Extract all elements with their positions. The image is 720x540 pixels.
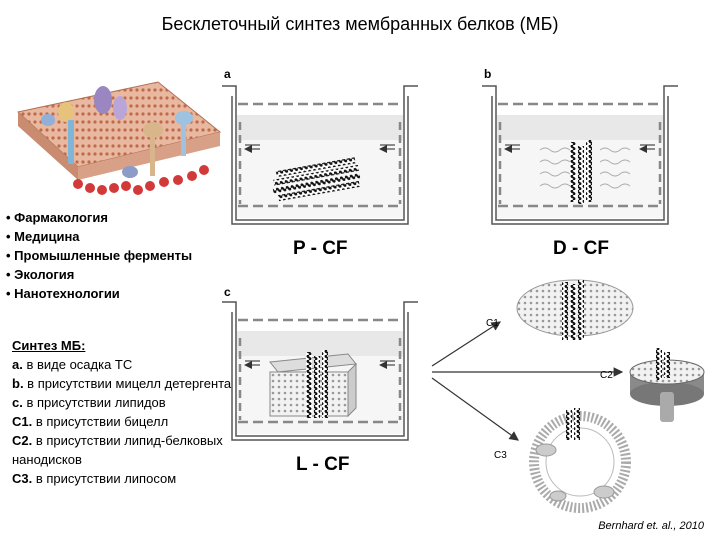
list-item: C2. в присутствии липид-белковых нанодис… bbox=[12, 433, 223, 467]
list-item: • Фармакология bbox=[6, 210, 108, 225]
synthesis-heading: Синтез МБ: bbox=[12, 338, 86, 353]
list-item: C1. в присутствии бицелл bbox=[12, 414, 169, 429]
membrane-illustration bbox=[16, 81, 222, 195]
reference: Bernhard et. al., 2010 bbox=[598, 520, 704, 532]
liposome-c3 bbox=[529, 408, 631, 513]
c1-label: C1 bbox=[486, 318, 499, 329]
panel-c-container bbox=[222, 301, 418, 441]
list-item: • Медицина bbox=[6, 229, 80, 244]
c2-label: C2 bbox=[600, 370, 613, 381]
list-item: C3. в присутствии липосом bbox=[12, 471, 177, 486]
l-cf-label: L - CF bbox=[296, 454, 349, 475]
panel-a-container bbox=[222, 85, 418, 225]
nanodisc-c2 bbox=[629, 348, 705, 422]
list-item: c. в присутствии липидов bbox=[12, 395, 166, 410]
p-cf-label: P - CF bbox=[293, 238, 348, 259]
panel-b-container bbox=[482, 85, 678, 225]
bicelle-c1 bbox=[516, 279, 634, 340]
d-cf-label: D - CF bbox=[553, 238, 609, 259]
panel-c-letter: c bbox=[224, 285, 231, 299]
list-item: • Промышленные ферменты bbox=[6, 248, 193, 263]
list-item: b. в присутствии мицелл детергента bbox=[12, 376, 232, 391]
panel-a-letter: a bbox=[224, 67, 231, 81]
panel-b-letter: b bbox=[484, 67, 491, 81]
c3-label: C3 bbox=[494, 450, 507, 461]
synthesis-description: Синтез МБ: a. в виде осадка ТС b. в прис… bbox=[12, 336, 234, 488]
list-item: a. в виде осадка ТС bbox=[12, 357, 133, 372]
applications-list: • Фармакология • Медицина • Промышленные… bbox=[6, 208, 192, 303]
list-item: • Экология bbox=[6, 267, 75, 282]
list-item: • Нанотехнологии bbox=[6, 286, 120, 301]
page-title: Бесклеточный синтез мембранных белков (М… bbox=[161, 14, 559, 34]
